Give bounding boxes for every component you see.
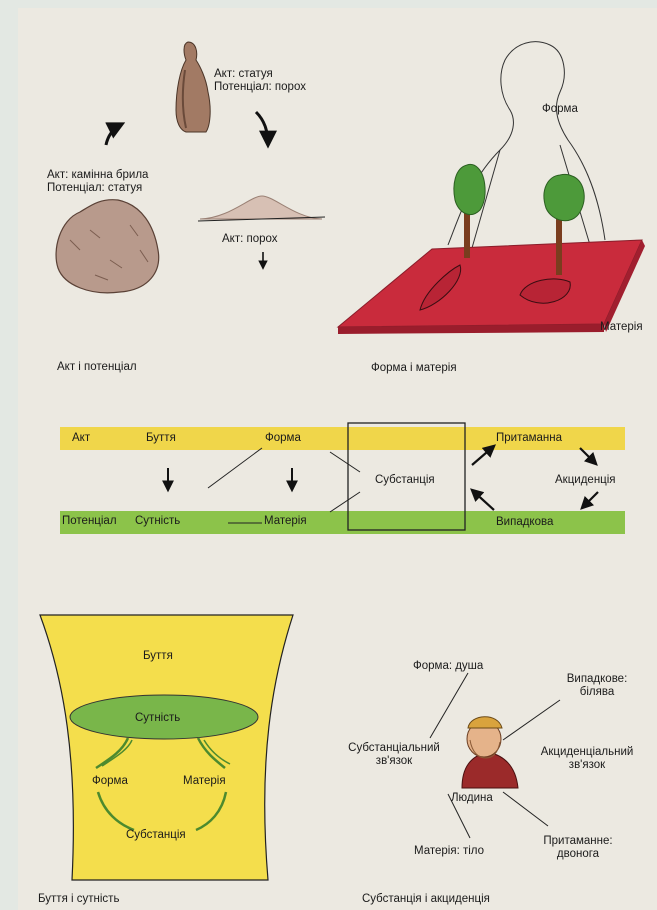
right-tree-crown [544, 174, 584, 220]
caption-form-matter: Форма і матерія [371, 362, 457, 374]
flow-potential: Потенціал [62, 515, 117, 527]
substance-label-being: Субстанція [126, 829, 186, 842]
matter-label: Матерія [600, 321, 643, 334]
flow-matter: Матерія [264, 515, 307, 527]
flow-being: Буття [146, 432, 176, 444]
statue-potential-text: Потенціал: порох [214, 81, 306, 94]
statue-figure [176, 42, 210, 132]
statue-act-text: Акт: статуя [214, 68, 306, 81]
caption-being-essence: Буття і сутність [38, 893, 119, 905]
substantial-link-label: Субстанціальний зв'язок [338, 742, 450, 768]
stone-potential-text: Потенціал: статуя [47, 182, 148, 195]
essence-label: Сутність [135, 712, 180, 725]
flow-essence: Сутність [135, 515, 180, 527]
inherent-biped-line1: Притаманне: [528, 835, 628, 848]
substantial-link-line1: Субстанціальний [338, 742, 450, 755]
caption-act-potential: Акт і потенціал [57, 361, 137, 373]
matter-body-label: Матерія: тіло [414, 845, 484, 858]
accidental-pale-line1: Випадкове: [552, 673, 642, 686]
dust-pile [200, 196, 322, 219]
accidental-pale-line2: білява [552, 686, 642, 699]
form-label-being: Форма [92, 775, 128, 788]
flow-accidental: Випадкова [496, 516, 553, 528]
flow-substance: Субстанція [375, 474, 435, 486]
stone-act-text: Акт: камінна брила [47, 169, 148, 182]
inherent-biped-line2: двонога [528, 848, 628, 861]
accidental-link-line1: Акциденціальний [526, 746, 648, 759]
form-matter-illustration [338, 42, 645, 334]
flow-accident: Акциденція [555, 474, 616, 486]
inherent-biped-label: Притаманне: двонога [528, 835, 628, 861]
arrow-statue-to-dust [256, 112, 268, 145]
form-soul-label: Форма: душа [413, 660, 483, 673]
matter-label-being: Матерія [183, 775, 226, 788]
flow-inherent: Притаманна [496, 432, 562, 444]
accidental-link-line2: зв'язок [526, 759, 648, 772]
being-label: Буття [143, 650, 173, 663]
left-tree-crown [454, 164, 485, 214]
flow-act: Акт [72, 432, 90, 444]
person-label: Людина [451, 792, 493, 805]
matter-plane [338, 240, 642, 327]
caption-substance-accident: Субстанція і акциденція [362, 893, 490, 905]
left-tree-trunk [464, 210, 470, 258]
accidental-pale-label: Випадкове: білява [552, 673, 642, 699]
accidental-link-label: Акциденціальний зв'язок [526, 746, 648, 772]
flow-form: Форма [265, 432, 301, 444]
stone-block [56, 200, 159, 293]
right-tree-trunk [556, 215, 562, 275]
form-label: Форма [542, 103, 578, 116]
arrow-stone-to-statue [106, 124, 122, 145]
dust-label: Акт: порох [222, 233, 278, 246]
substantial-link-line2: зв'язок [338, 755, 450, 768]
statue-label: Акт: статуя Потенціал: порох [214, 68, 306, 94]
stone-label: Акт: камінна брила Потенціал: статуя [47, 169, 148, 195]
